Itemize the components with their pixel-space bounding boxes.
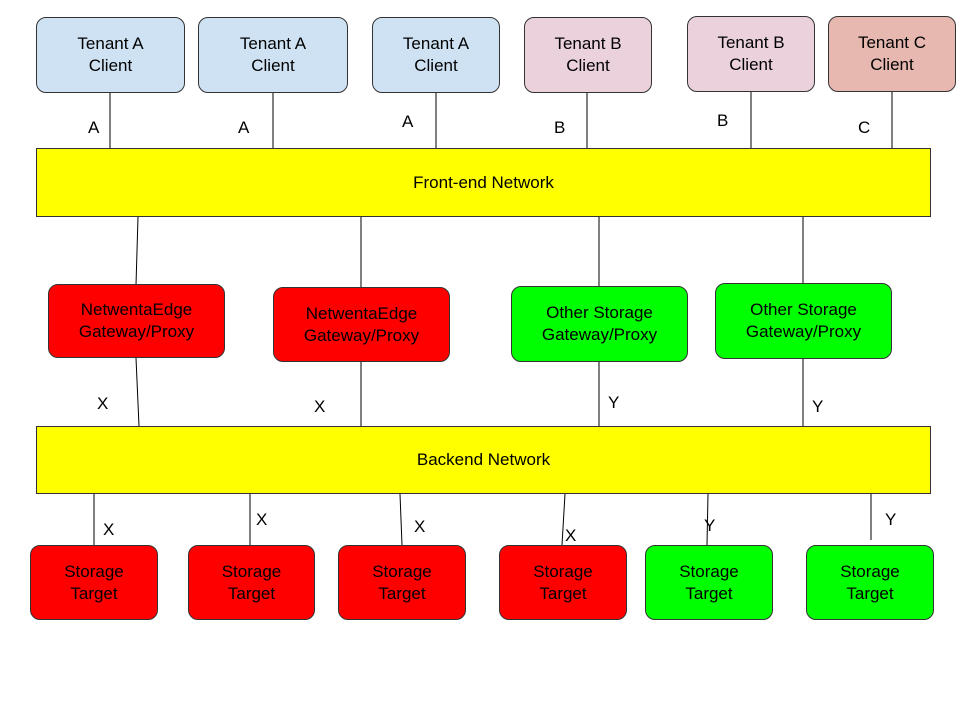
- target-5-link: [706, 493, 709, 546]
- target-3-link-label: X: [414, 517, 426, 536]
- storage-target-1: Storage Target: [30, 545, 158, 620]
- gateway-4-link-label: Y: [812, 397, 824, 416]
- target-1-link-label: X: [103, 520, 115, 539]
- client-5-link-label: B: [717, 111, 729, 130]
- storage-target-4: Storage Target: [499, 545, 627, 620]
- storage-target-2: Storage Target: [188, 545, 315, 620]
- nexentaedge-gateway-2: NetwentaEdge Gateway/Proxy: [273, 287, 450, 362]
- client-3-link-label: A: [402, 112, 414, 131]
- client-6-link-label: C: [858, 118, 871, 137]
- client-2-link-label: A: [238, 118, 250, 137]
- target-4-link: [561, 493, 566, 546]
- target-2-link-label: X: [256, 510, 268, 529]
- other-storage-gateway-1: Other Storage Gateway/Proxy: [511, 286, 688, 362]
- tenant-b-client-2: Tenant B Client: [687, 16, 815, 92]
- client-4-link-label: B: [554, 118, 566, 137]
- storage-target-5: Storage Target: [645, 545, 773, 620]
- tenant-a-client-1: Tenant A Client: [36, 17, 185, 93]
- gateway-2-link-label: X: [314, 397, 326, 416]
- target-6-link-label: Y: [885, 510, 897, 529]
- other-storage-gateway-2: Other Storage Gateway/Proxy: [715, 283, 892, 359]
- target-3-link: [399, 493, 403, 546]
- gateway-3-link-label: Y: [608, 393, 620, 412]
- tenant-a-client-3: Tenant A Client: [372, 17, 500, 93]
- tenant-b-client-1: Tenant B Client: [524, 17, 652, 93]
- target-5-link-label: Y: [704, 516, 716, 535]
- storage-target-6: Storage Target: [806, 545, 934, 620]
- backend-network: Backend Network: [36, 426, 931, 494]
- storage-target-3: Storage Target: [338, 545, 466, 620]
- tenant-a-client-2: Tenant A Client: [198, 17, 348, 93]
- tenant-c-client: Tenant C Client: [828, 16, 956, 92]
- client-1-link-label: A: [88, 118, 100, 137]
- gateway-1-frontend-link: [135, 216, 139, 286]
- nexentaedge-gateway-1: NetwentaEdge Gateway/Proxy: [48, 284, 225, 358]
- frontend-network: Front-end Network: [36, 148, 931, 217]
- target-4-link-label: X: [565, 526, 577, 545]
- gateway-1-backend-link: [135, 357, 140, 427]
- gateway-1-link-label: X: [97, 394, 109, 413]
